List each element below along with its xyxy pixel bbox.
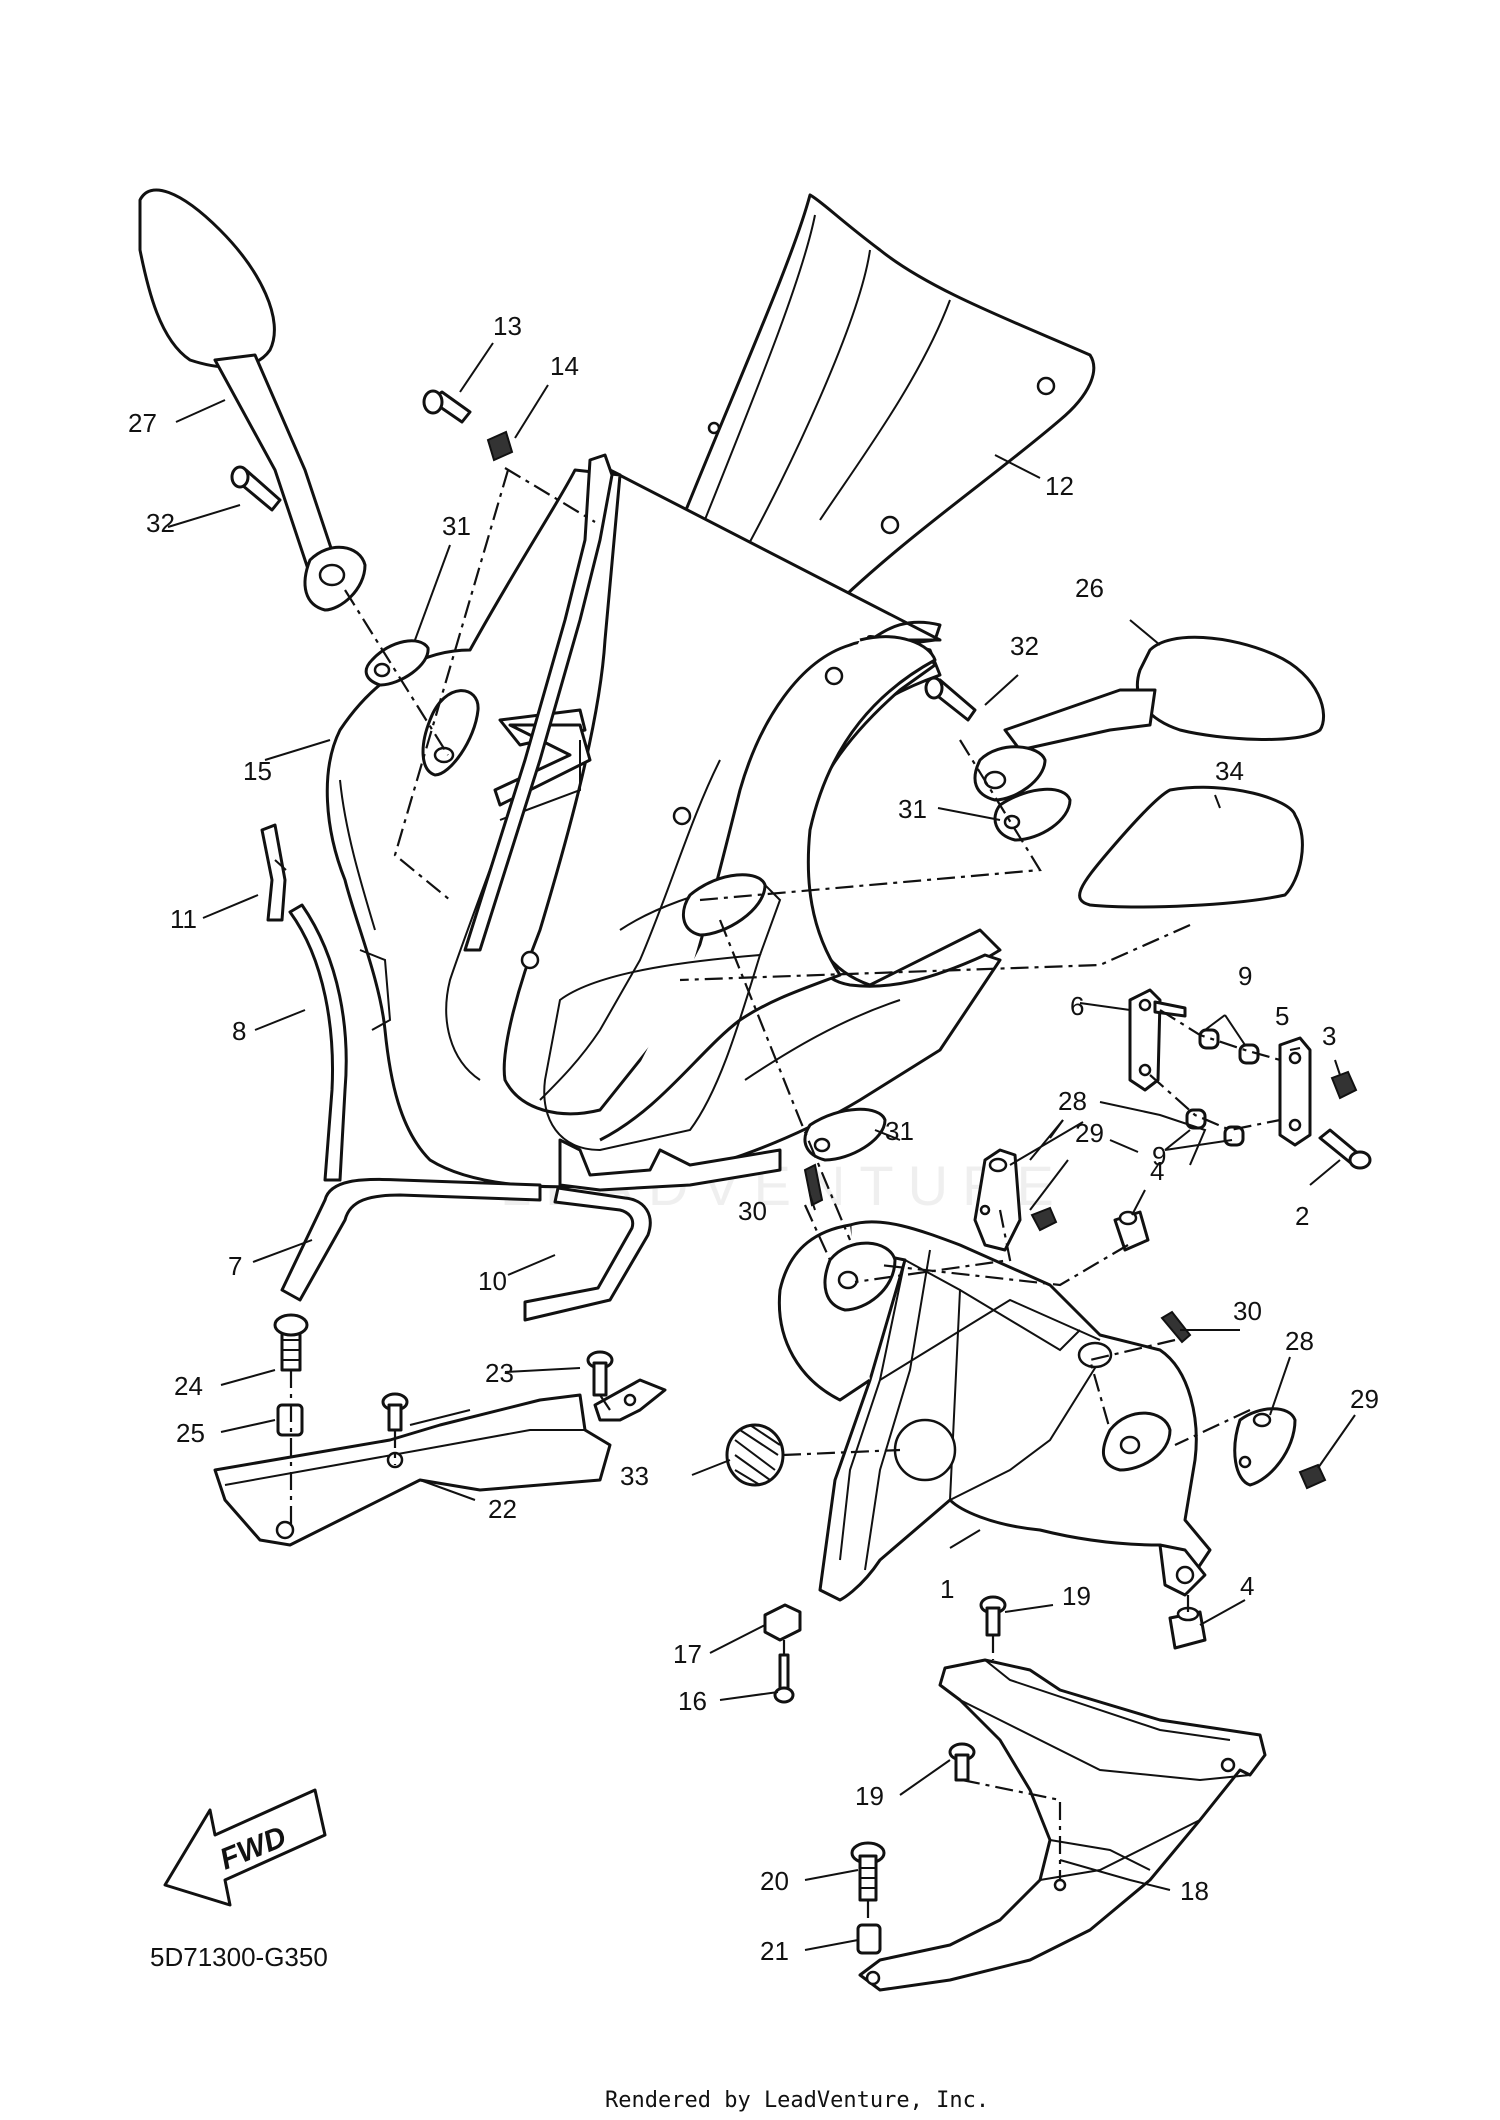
part-27-left-mirror	[138, 188, 367, 612]
callout-labels: 27 32 13 14 31 15 12 26 32 34 31 11 8 7 …	[128, 311, 1379, 1966]
part-4-grommet-top	[1113, 1210, 1150, 1252]
callout-30-right: 30	[1233, 1296, 1262, 1326]
part-26-right-mirror	[973, 635, 1325, 802]
part-32-screw-left	[230, 465, 282, 512]
part-8-strip	[288, 903, 348, 1182]
callout-34: 34	[1215, 756, 1244, 786]
callout-13: 13	[493, 311, 522, 341]
callout-28-right: 28	[1285, 1326, 1314, 1356]
part-7-strip	[280, 1177, 542, 1302]
callout-6: 6	[1070, 991, 1084, 1021]
callout-1: 1	[940, 1574, 954, 1604]
part-22-bracket	[213, 1378, 667, 1547]
part-32-screw-right	[924, 676, 977, 722]
callout-28-top: 28	[1058, 1086, 1087, 1116]
leader-lines	[167, 342, 1356, 1951]
part-29-clip-right	[1298, 1463, 1327, 1490]
callout-2: 2	[1295, 1201, 1309, 1231]
part-30-screw-right	[1160, 1310, 1192, 1344]
render-credit: Rendered by LeadVenture, Inc.	[605, 2088, 989, 2113]
part-33-grille	[725, 1423, 785, 1487]
part-34-sticker	[1078, 785, 1304, 909]
part-2-bolt	[1318, 1128, 1372, 1170]
callout-8: 8	[232, 1016, 246, 1046]
callout-19-top: 19	[1062, 1581, 1091, 1611]
part-side-strip	[463, 453, 614, 952]
part-5-bracket	[1278, 1036, 1312, 1147]
part-4-grommet-bottom	[1168, 1606, 1207, 1650]
part-28-mount-right	[1233, 1407, 1297, 1487]
part-1-inner-panel	[777, 1220, 1212, 1602]
callout-15: 15	[243, 756, 272, 786]
callout-14: 14	[550, 351, 579, 381]
part-16-screw	[773, 1653, 795, 1704]
callout-29-right: 29	[1350, 1384, 1379, 1414]
callout-22: 22	[488, 1494, 517, 1524]
callout-26: 26	[1075, 573, 1104, 603]
callout-18: 18	[1180, 1876, 1209, 1906]
part-18-lower-panel	[858, 1658, 1267, 1992]
part-14-nut	[486, 430, 514, 462]
fwd-arrow-icon: FWD	[163, 1788, 327, 1907]
callout-31-bottom: 31	[885, 1116, 914, 1146]
callout-12: 12	[1045, 471, 1074, 501]
callout-31-right: 31	[898, 794, 927, 824]
callout-23: 23	[485, 1358, 514, 1388]
callout-7: 7	[228, 1251, 242, 1281]
part-13-screw	[422, 389, 472, 424]
part-29-clip-left	[1030, 1206, 1058, 1232]
part-6-bracket	[1128, 988, 1187, 1092]
callout-5: 5	[1275, 1001, 1289, 1031]
diagram-code: 5D71300-G350	[150, 1942, 328, 1972]
part-19-screw-top	[979, 1595, 1007, 1637]
callout-31-top: 31	[442, 511, 471, 541]
callout-9-top: 9	[1238, 961, 1252, 991]
callout-20: 20	[760, 1866, 789, 1896]
part-3-nut	[1330, 1070, 1358, 1100]
part-24-bolt	[273, 1313, 309, 1372]
part-20-bolt	[850, 1841, 886, 1902]
callout-33: 33	[620, 1461, 649, 1491]
callout-19-mid: 19	[855, 1781, 884, 1811]
part-19-screw-mid	[948, 1742, 976, 1782]
callout-17: 17	[673, 1639, 702, 1669]
callout-29-top: 29	[1075, 1118, 1104, 1148]
part-10-strip	[523, 1186, 652, 1322]
callout-24: 24	[174, 1371, 203, 1401]
callout-10: 10	[478, 1266, 507, 1296]
callout-25: 25	[176, 1418, 205, 1448]
part-15-front-cowl	[325, 463, 1002, 1192]
part-17-clip	[763, 1603, 802, 1642]
part-30-screw-left	[803, 1163, 824, 1207]
part-23-bolt-b	[586, 1350, 614, 1397]
callout-11: 11	[170, 904, 197, 934]
part-11-trim	[260, 823, 287, 922]
callout-3: 3	[1322, 1021, 1336, 1051]
callout-16: 16	[678, 1686, 707, 1716]
callout-32-left: 32	[146, 508, 175, 538]
callout-4-bottom: 4	[1240, 1571, 1254, 1601]
part-23-bolt-a	[381, 1392, 409, 1432]
part-28-mount-left	[973, 1148, 1022, 1252]
callout-27: 27	[128, 408, 157, 438]
callout-30-left: 30	[738, 1196, 767, 1226]
callout-9-bottom: 9	[1152, 1141, 1166, 1171]
callout-21: 21	[760, 1936, 789, 1966]
part-31-gaskets	[364, 639, 1072, 1162]
callout-32-right: 32	[1010, 631, 1039, 661]
callout-4-top: 4	[1150, 1156, 1164, 1186]
assembly-lines	[289, 467, 1281, 1925]
part-21-collar	[856, 1923, 882, 1955]
